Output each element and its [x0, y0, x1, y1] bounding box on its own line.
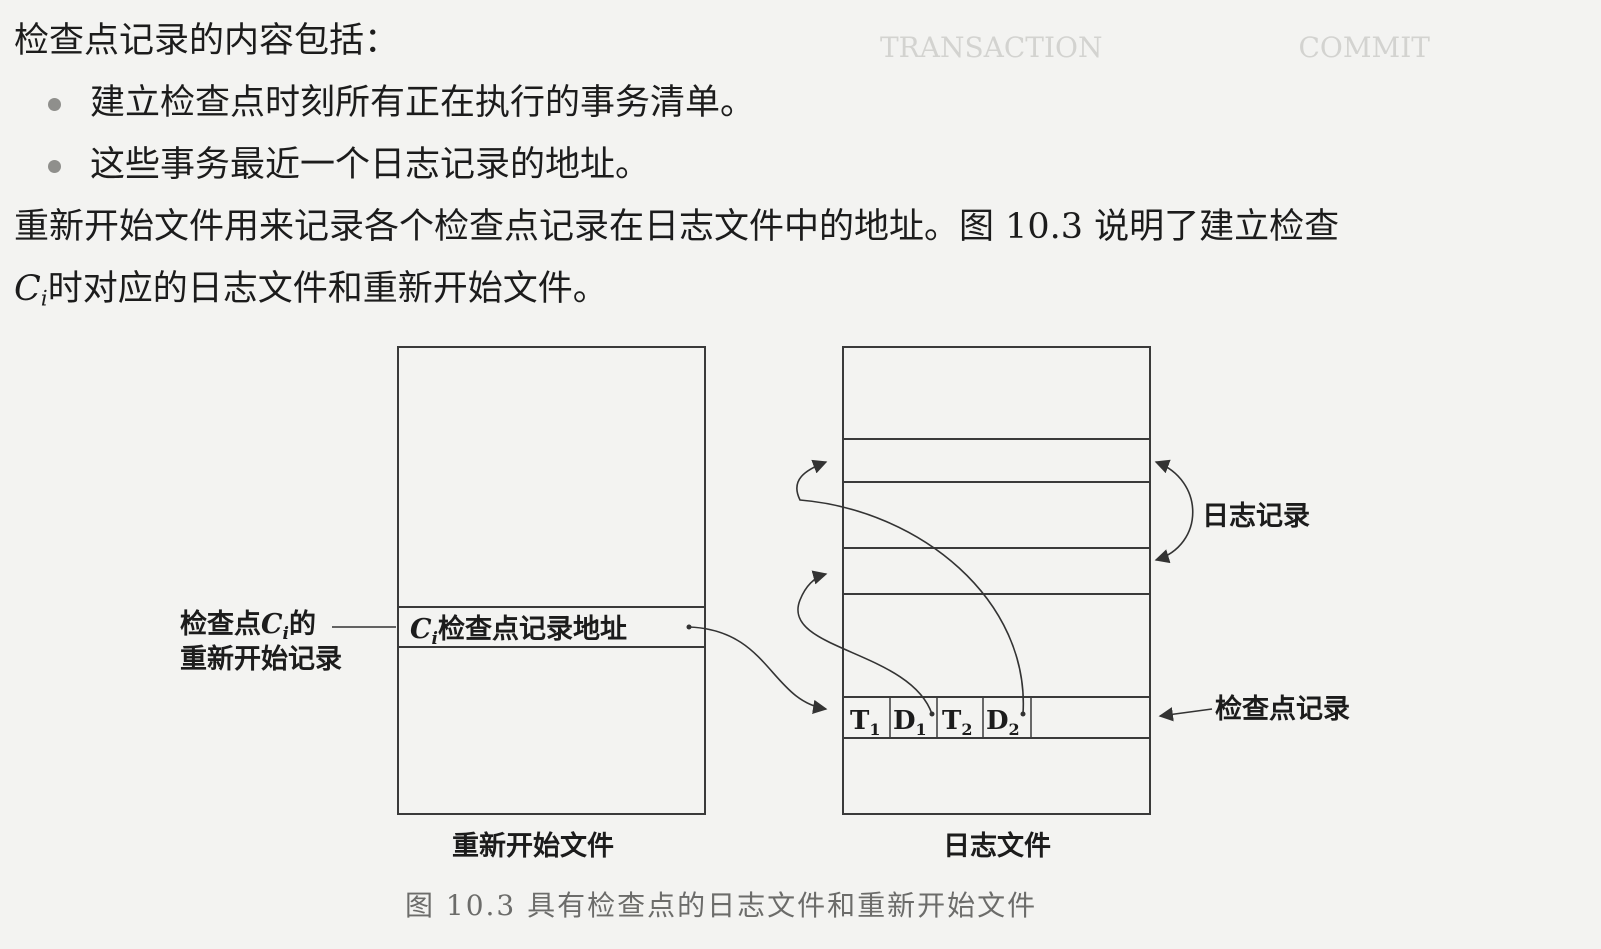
d1-to-log-record-arrow	[797, 570, 933, 715]
left-annotation-line1: 检查点Ci的	[180, 608, 316, 644]
bullet-text: 这些事务最近一个日志记录的地址。	[90, 145, 651, 185]
bullet-item: 这些事务最近一个日志记录的地址。	[14, 134, 1589, 196]
left-annotation-line2: 重新开始记录	[180, 643, 342, 675]
restart-file-box	[397, 346, 706, 815]
log-records-link-arrow	[1154, 459, 1194, 564]
bullet-item: 建立检查点时刻所有正在执行的事务清单。	[14, 72, 1589, 134]
restart-entry-label: Ci检查点记录地址	[410, 613, 627, 649]
restart-entry-sub: i	[432, 629, 438, 649]
log-records-label: 日志记录	[1202, 501, 1310, 532]
body-line-1: 重新开始文件用来记录各个检查点记录在日志文件中的地址。图 10.3 说明了建立检…	[14, 207, 1340, 247]
body-line-2-text: 时对应的日志文件和重新开始文件。	[47, 269, 608, 309]
body-text: 检查点记录的内容包括： 建立检查点时刻所有正在执行的事务清单。 这些事务最近一个…	[14, 10, 1589, 330]
bleed-through-text: TRANSACTION COMMIT	[880, 31, 1430, 64]
cell-d2: D2	[986, 706, 1020, 739]
restart-to-checkpoint-arrow	[688, 626, 828, 715]
restart-file-label: 重新开始文件	[452, 830, 614, 862]
restart-entry-var: C	[410, 614, 432, 645]
log-file-box	[842, 346, 1151, 815]
checkpoint-record-label: 检查点记录	[1215, 693, 1350, 725]
cell-d1: D1	[893, 706, 927, 739]
variable-subscript: i	[40, 286, 48, 312]
bullet-text: 建立检查点时刻所有正在执行的事务清单。	[90, 83, 756, 123]
restart-entry-text: 检查点记录地址	[438, 613, 627, 645]
bullet-dot-icon	[48, 98, 61, 111]
bullet-dot-icon	[48, 160, 61, 173]
d2-to-log-record-arrow	[796, 459, 1024, 715]
log-file-label: 日志文件	[943, 830, 1051, 862]
body-line-2: Ci时对应的日志文件和重新开始文件。	[14, 258, 1589, 330]
variable-c: C	[14, 269, 41, 309]
intro-line: 检查点记录的内容包括：	[14, 21, 400, 61]
figure-caption: 图 10.3 具有检查点的日志文件和重新开始文件	[405, 889, 1038, 922]
checkpoint-record-pointer	[1158, 707, 1213, 722]
cell-t1: T1	[850, 706, 881, 739]
cell-t2: T2	[942, 706, 973, 739]
